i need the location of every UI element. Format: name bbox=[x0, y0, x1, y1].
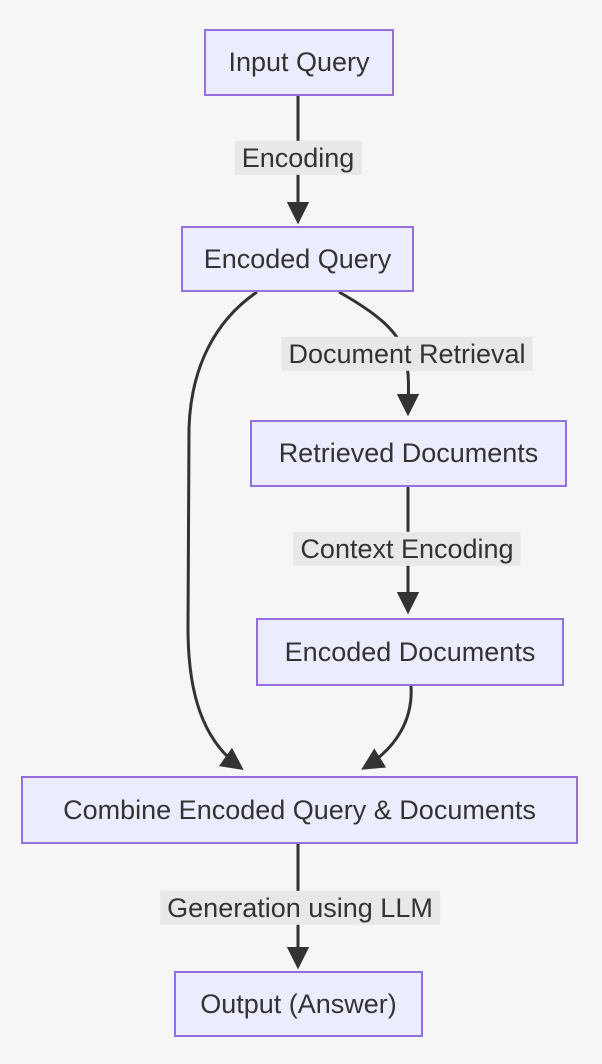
edge-label-generation-using-llm: Generation using LLM bbox=[160, 890, 440, 926]
node-input-query-label: Input Query bbox=[228, 47, 370, 77]
node-encoded-query: Encoded Query bbox=[181, 226, 414, 292]
node-retrieved-documents-label: Retrieved Documents bbox=[278, 438, 539, 468]
edge-encoded-query-to-combine bbox=[186, 290, 258, 770]
node-input-query: Input Query bbox=[204, 29, 394, 96]
node-combine-encoded-query-and-documents: Combine Encoded Query & Documents bbox=[21, 776, 578, 844]
node-encoded-query-label: Encoded Query bbox=[203, 243, 392, 274]
edge-label-encoding: Encoding bbox=[234, 140, 362, 176]
node-combine-label: Combine Encoded Query & Documents bbox=[63, 794, 536, 825]
edge-label-document-retrieval: Document Retrieval bbox=[281, 336, 533, 372]
node-output-answer-label: Output (Answer) bbox=[200, 988, 397, 1019]
node-retrieved-documents: Retrieved Documents bbox=[250, 420, 567, 487]
node-encoded-documents-label: Encoded Documents bbox=[284, 636, 536, 667]
node-output-answer: Output (Answer) bbox=[174, 971, 423, 1037]
edge-label-context-encoding: Context Encoding bbox=[293, 531, 521, 567]
edge-encoded-documents-to-combine bbox=[361, 685, 413, 770]
node-encoded-documents: Encoded Documents bbox=[256, 618, 564, 686]
